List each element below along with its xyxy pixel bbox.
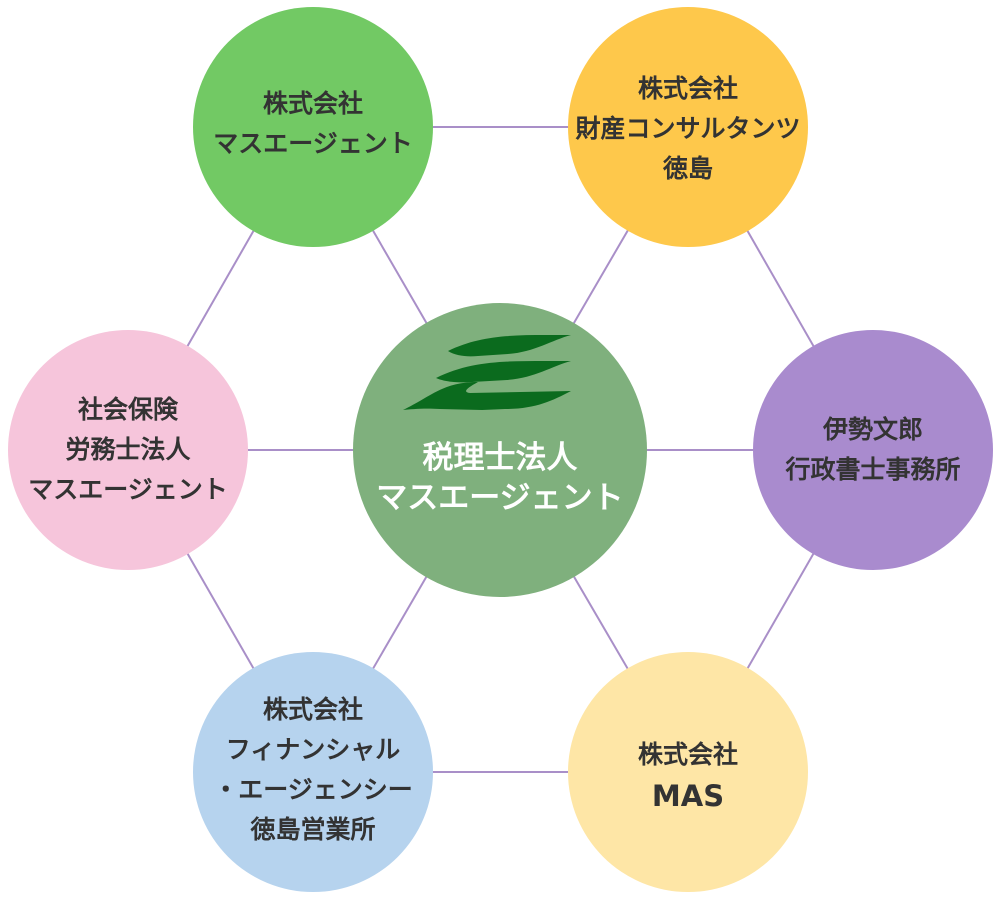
node-bottom-right-line2: MAS [652, 779, 724, 813]
node-left-line3: マスエージェント [28, 475, 228, 504]
node-top-left-line1: 株式会社 [263, 89, 363, 118]
node-top-right-circle [568, 7, 808, 247]
node-top-left-line2: マスエージェント [213, 129, 413, 158]
node-right-line2: 行政書士事務所 [784, 455, 960, 484]
node-top-left-circle [193, 7, 433, 247]
node-right-circle [753, 330, 993, 570]
node-top-right-line3: 徳島 [662, 154, 713, 183]
node-bottom-left-line2: フィナンシャル [226, 735, 401, 764]
node-right-line1: 伊勢文郎 [822, 415, 923, 444]
node-bottom-left-line1: 株式会社 [263, 695, 363, 724]
node-left-circle [8, 330, 248, 570]
stripes-logo-icon [403, 335, 571, 410]
node-bottom-left-line4: 徳島営業所 [249, 815, 375, 844]
node-bottom-right-circle [568, 652, 808, 892]
node-top-right-line1: 株式会社 [638, 74, 738, 103]
node-top-right-line2: 財産コンサルタンツ [575, 114, 800, 143]
node-left-line1: 社会保険 [78, 395, 179, 424]
center-circle [353, 303, 647, 597]
center-name-line2: マスエージェント [376, 480, 623, 516]
node-bottom-left-circle [193, 652, 433, 892]
node-left-line2: 労務士法人 [65, 435, 190, 464]
node-bottom-left-line3: ・エージェンシー [213, 775, 413, 804]
node-bottom-right-line1: 株式会社 [638, 740, 738, 769]
center-name-line1: 税理士法人 [423, 440, 578, 476]
